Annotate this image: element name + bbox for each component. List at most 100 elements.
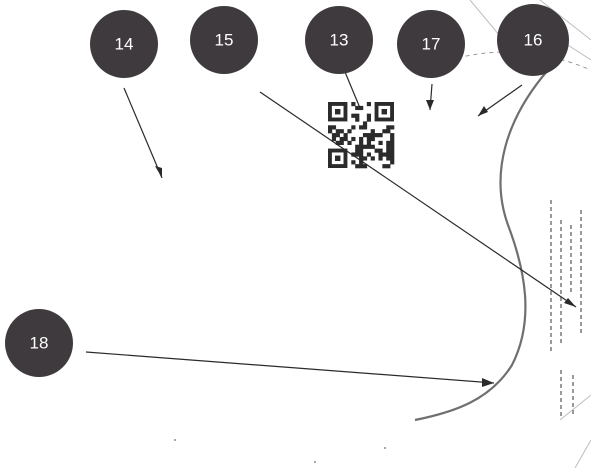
arrowhead-14 [155, 166, 162, 178]
dotted-mark [550, 284, 552, 288]
dotted-mark [550, 312, 552, 316]
dotted-mark [560, 227, 562, 231]
dotted-mark [560, 384, 562, 388]
dotted-mark [560, 248, 562, 252]
leader-line-14 [123, 87, 163, 179]
leader-line-18 [85, 351, 495, 384]
callout-label-16: 16 [524, 31, 543, 50]
dotted-mark [580, 224, 582, 228]
dotted-mark [550, 340, 552, 344]
dotted-mark [560, 304, 562, 308]
dotted-mark [580, 217, 582, 221]
dotted-mark [580, 315, 582, 319]
dotted-mark [572, 396, 574, 400]
callout-marker-16: 16 [497, 4, 569, 76]
faint-line-e [574, 439, 591, 468]
leader-line-15 [259, 91, 577, 308]
dotted-mark [550, 319, 552, 323]
dotted-mark [560, 269, 562, 273]
dotted-mark [580, 245, 582, 249]
dotted-mark [570, 246, 572, 250]
dotted-mark [560, 297, 562, 301]
dotted-mark [550, 235, 552, 239]
dotted-mark [580, 322, 582, 326]
dotted-mark [550, 347, 552, 351]
qr-code [328, 102, 395, 169]
dotted-mark [550, 263, 552, 267]
arrowhead-17 [426, 100, 434, 110]
leader-lines [85, 71, 577, 387]
dotted-mark [560, 325, 562, 329]
dotted-mark [550, 305, 552, 309]
dotted-text-columns [550, 200, 582, 416]
dotted-mark [550, 221, 552, 225]
dotted-mark [560, 332, 562, 336]
dotted-mark [550, 200, 552, 204]
dotted-mark [580, 252, 582, 256]
dotted-mark [550, 214, 552, 218]
dotted-mark [560, 283, 562, 287]
paper-speckles [174, 439, 386, 463]
dotted-mark [560, 241, 562, 245]
dotted-mark [560, 255, 562, 259]
dotted-mark [570, 260, 572, 264]
callout-marker-14: 14 [90, 10, 158, 78]
dotted-mark [580, 308, 582, 312]
dotted-mark [560, 262, 562, 266]
dotted-mark [550, 291, 552, 295]
dotted-mark [572, 410, 574, 414]
dotted-mark [580, 259, 582, 263]
arrowhead-18 [482, 378, 494, 387]
dotted-mark [572, 389, 574, 393]
dotted-mark [560, 370, 562, 374]
callout-marker-17: 17 [397, 10, 465, 78]
dotted-mark [550, 277, 552, 281]
faint-line-b [539, 0, 591, 41]
dotted-mark [580, 238, 582, 242]
dotted-mark [570, 232, 572, 236]
dotted-mark [550, 298, 552, 302]
callout-marker-13: 13 [305, 6, 373, 74]
dotted-mark [560, 311, 562, 315]
dotted-mark [580, 210, 582, 214]
dotted-mark [550, 242, 552, 246]
callout-label-14: 14 [115, 35, 134, 54]
outline-curve [414, 69, 549, 422]
dashed-guide-line [449, 51, 591, 71]
dotted-mark [550, 228, 552, 232]
dotted-mark [550, 249, 552, 253]
dotted-mark [560, 398, 562, 402]
dotted-mark [570, 274, 572, 278]
dotted-mark [560, 234, 562, 238]
dotted-mark [550, 333, 552, 337]
dotted-mark [580, 266, 582, 270]
dotted-mark [572, 382, 574, 386]
dotted-mark [580, 231, 582, 235]
dotted-mark [560, 412, 562, 416]
dotted-mark [550, 326, 552, 330]
leader-line-13 [344, 71, 361, 109]
callout-label-17: 17 [422, 35, 441, 54]
dotted-mark [570, 225, 572, 229]
dotted-mark [560, 391, 562, 395]
dotted-mark [560, 405, 562, 409]
dotted-mark [560, 377, 562, 381]
dotted-mark [560, 339, 562, 343]
dotted-mark [580, 280, 582, 284]
callout-label-15: 15 [215, 31, 234, 50]
dotted-mark [580, 287, 582, 291]
dotted-mark [560, 290, 562, 294]
arrowhead-16 [478, 106, 488, 116]
dotted-mark [570, 239, 572, 243]
callout-marker-18: 18 [5, 309, 73, 377]
faint-line-d [559, 394, 591, 421]
dotted-mark [560, 220, 562, 224]
dotted-mark [572, 403, 574, 407]
dotted-mark [580, 301, 582, 305]
dotted-mark [570, 267, 572, 271]
arrowhead-15 [564, 298, 576, 307]
callout-label-18: 18 [30, 334, 49, 353]
dotted-mark [570, 253, 572, 257]
dotted-mark [570, 288, 572, 292]
